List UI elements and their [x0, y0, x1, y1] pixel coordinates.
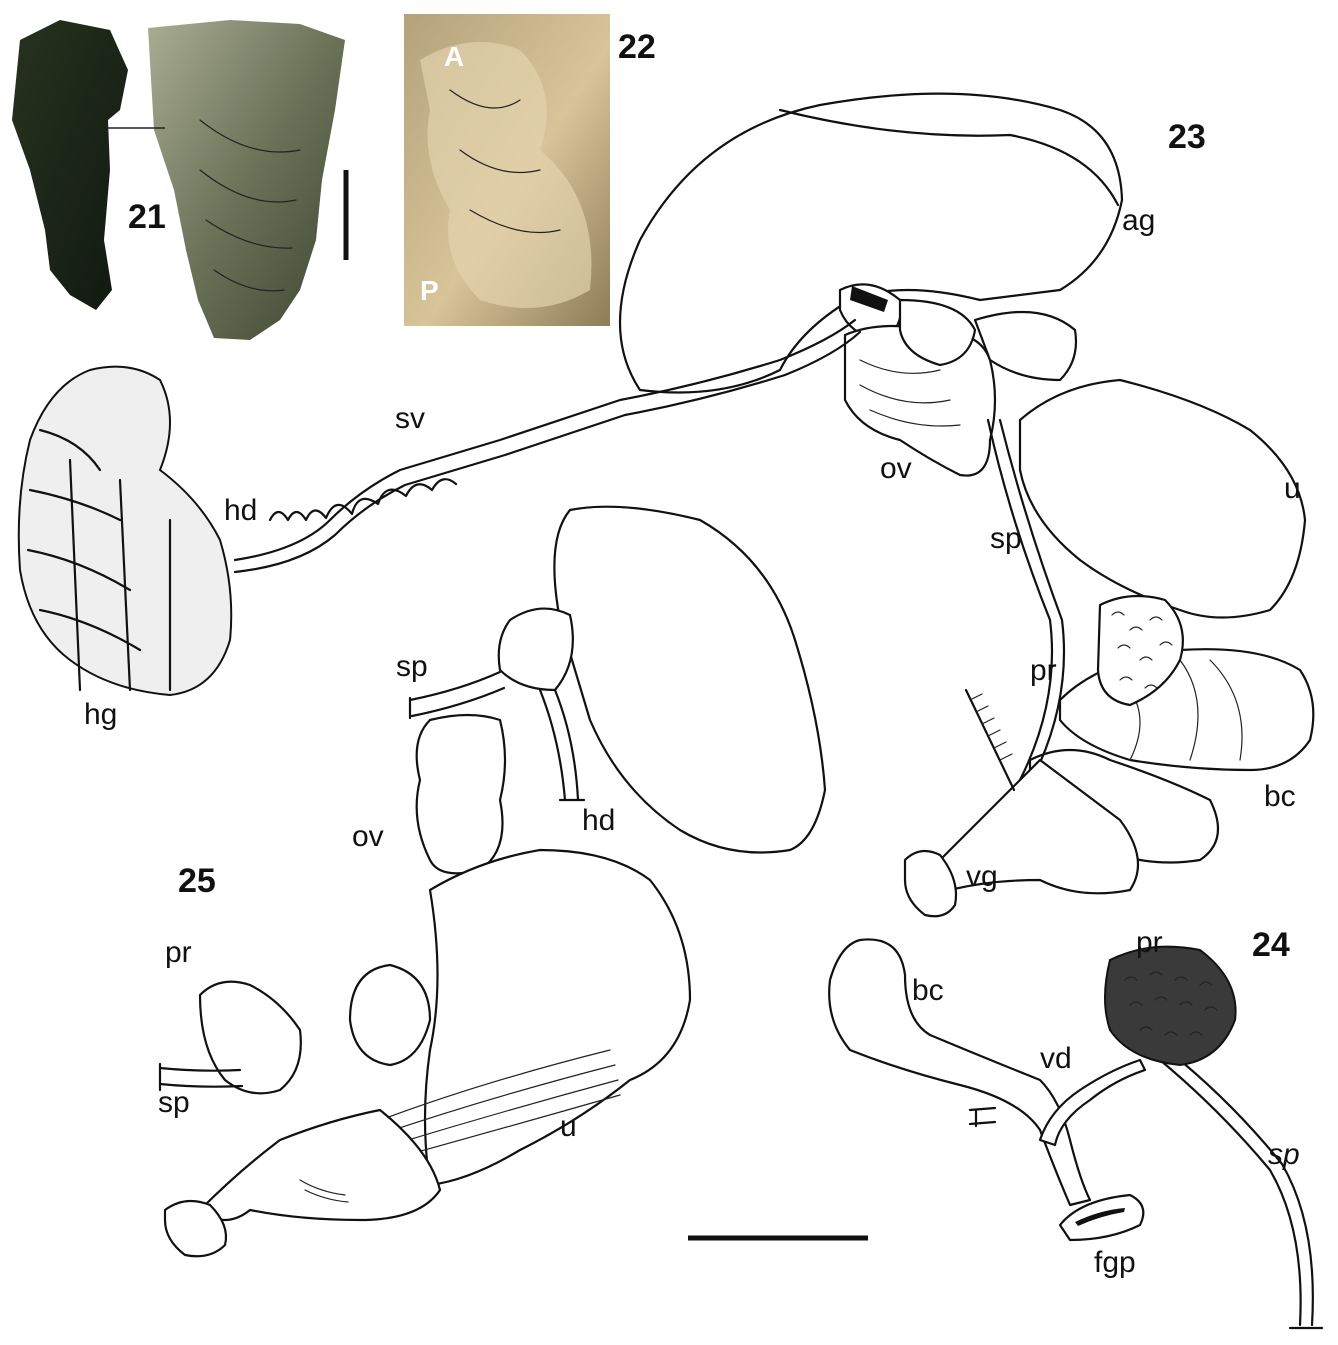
albumen-gland-25	[554, 507, 825, 853]
label-23-vg: vg	[966, 860, 998, 893]
prostate-25	[200, 982, 301, 1094]
label-25-u: u	[560, 1110, 577, 1143]
label-24-vd: vd	[1040, 1042, 1072, 1075]
prostate-24	[1105, 947, 1236, 1065]
photo-21-left-specimen	[12, 20, 128, 310]
label-24-sp: sp	[1268, 1138, 1300, 1171]
cut-mark-24	[970, 1108, 995, 1126]
label-24-fgp: fgp	[1094, 1246, 1136, 1279]
oviduct-25	[417, 715, 505, 873]
label-25-hd: hd	[582, 804, 615, 837]
label-25-pr: pr	[165, 936, 192, 969]
drawing-25: 25 sp hd ov pr sp u	[158, 507, 825, 1257]
photo-22: A P 22	[404, 14, 656, 326]
label-24-pr: pr	[1136, 926, 1163, 959]
figure-number-24: 24	[1252, 926, 1290, 964]
label-25-sp-top: sp	[396, 650, 428, 683]
photo-22-label-anterior: A	[444, 41, 464, 72]
photo-21-right-specimen	[148, 20, 345, 340]
label-23-ov: ov	[880, 452, 912, 485]
seminal-vesicle	[270, 479, 456, 520]
figure-number-23: 23	[1168, 118, 1206, 156]
figure-number-21: 21	[128, 198, 166, 236]
uterus-23	[1020, 380, 1305, 618]
label-23-pr: pr	[1030, 654, 1057, 687]
figure-number-22: 22	[618, 28, 656, 66]
label-23-hd: hd	[224, 494, 257, 527]
label-23-sv: sv	[395, 402, 425, 435]
photo-21: 21	[12, 20, 346, 340]
photo-22-label-posterior: P	[420, 275, 439, 306]
label-23-sp: sp	[990, 522, 1022, 555]
label-23-hg: hg	[84, 698, 117, 731]
cut-mark-23	[966, 690, 1014, 790]
bursa-copulatrix-25	[350, 965, 430, 1065]
talon-25	[499, 609, 573, 690]
label-23-bc: bc	[1264, 780, 1296, 813]
drawing-24: 24 pr bc vd sp fgp	[829, 926, 1322, 1328]
cut-mark-23-ticks	[970, 694, 1012, 760]
hermaphrodite-duct-25	[540, 690, 578, 800]
spermoviduct-24-inner	[1170, 1052, 1313, 1325]
label-24-bc: bc	[912, 974, 944, 1007]
label-25-ov: ov	[352, 820, 384, 853]
label-25-sp-bottom: sp	[158, 1086, 190, 1119]
uterus-25	[425, 850, 690, 1185]
label-23-ag: ag	[1122, 204, 1155, 237]
hermaphrodite-gland	[19, 367, 232, 695]
label-23-u: u	[1284, 472, 1301, 505]
spermoviduct-24	[1160, 1060, 1301, 1325]
figure-number-25: 25	[178, 862, 216, 900]
